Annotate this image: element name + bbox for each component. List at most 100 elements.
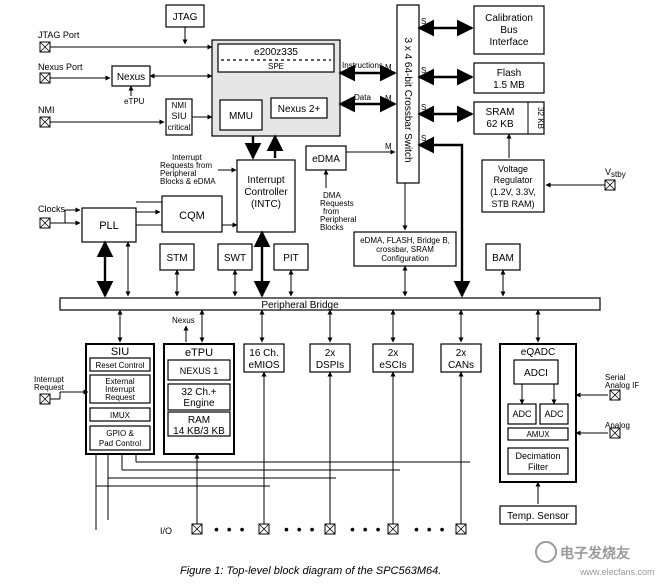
intc-block [236, 159, 296, 233]
etpu-label: eTPU [185, 347, 213, 359]
svg-text:S: S [421, 134, 426, 143]
mmu-block [219, 99, 263, 131]
cqm-block [161, 195, 223, 233]
svg-text:• • •: • • • [214, 521, 246, 537]
svg-text:critical: critical [168, 123, 191, 132]
sram-block [473, 101, 545, 135]
svg-text:ADCI: ADCI [524, 368, 548, 379]
svg-text:Calibration: Calibration [485, 13, 533, 24]
svg-text:Interrupt: Interrupt [172, 153, 203, 162]
svg-text:• • •: • • • [284, 521, 316, 537]
svg-text:M: M [385, 142, 392, 151]
pit-label: PIT [283, 253, 299, 264]
svg-text:Analog: Analog [605, 421, 630, 430]
svg-text:Peripheral: Peripheral [160, 169, 197, 178]
svg-text:Interrupt: Interrupt [105, 385, 136, 394]
svg-text:External: External [105, 377, 135, 386]
pll-block [81, 207, 137, 243]
nexus2-label: Nexus 2+ [278, 104, 321, 115]
svg-text:32 Ch.+: 32 Ch.+ [181, 387, 216, 398]
svg-text:Nexus: Nexus [172, 316, 195, 325]
svg-text:GPIO &: GPIO & [106, 429, 134, 438]
swt-label: SWT [224, 253, 246, 264]
esci-block [372, 343, 414, 373]
svg-text:Requests from: Requests from [160, 161, 212, 170]
temp-sensor-label: Temp. Sensor [507, 511, 569, 522]
svg-text:eSCIs: eSCIs [379, 360, 406, 371]
svg-text:(INTC): (INTC) [251, 199, 281, 210]
dspi-block [309, 343, 351, 373]
svg-text:ADC: ADC [512, 409, 532, 419]
svg-text:S: S [421, 103, 426, 112]
svg-text:14 KB/3 KB: 14 KB/3 KB [173, 426, 225, 437]
swt-block [217, 243, 253, 271]
spe-label: SPE [268, 62, 284, 71]
svg-text:• • •: • • • [350, 521, 382, 537]
nmi-label: NMI [38, 105, 55, 115]
svg-text:2x: 2x [388, 348, 399, 359]
clocks-label: Clocks [38, 204, 66, 214]
svg-text:Filter: Filter [528, 462, 548, 472]
svg-text:Interrupt: Interrupt [247, 175, 284, 186]
svg-text:62 KB: 62 KB [486, 119, 514, 130]
mmu-label: MMU [229, 111, 253, 122]
svg-text:crossbar, SRAM: crossbar, SRAM [376, 245, 434, 254]
svg-text:from: from [323, 207, 339, 216]
svg-text:Interrupt: Interrupt [34, 375, 65, 384]
svg-text:16 Ch.: 16 Ch. [249, 348, 278, 359]
jtag-label: JTAG [173, 12, 198, 23]
io-label: I/O [160, 526, 172, 536]
svg-text:Decimation: Decimation [515, 451, 560, 461]
voltage-regulator-block [481, 159, 545, 213]
nexus-etpu-label: eTPU [124, 97, 145, 106]
svg-text:2x: 2x [456, 348, 467, 359]
svg-text:1.5 MB: 1.5 MB [493, 80, 525, 91]
cqm-label: CQM [179, 210, 205, 222]
figure-caption: Figure 1: Top-level block diagram of the… [180, 565, 441, 577]
stm-label: STM [166, 253, 187, 264]
svg-text:Voltage: Voltage [498, 164, 528, 174]
watermark: 电子发烧友 www.elecfans.com [535, 541, 655, 577]
svg-text:Request: Request [105, 393, 136, 402]
svg-text:32 KB: 32 KB [536, 107, 545, 129]
svg-text:NMI: NMI [172, 101, 187, 110]
svg-text:CANs: CANs [448, 360, 474, 371]
nexus-port-label: Nexus Port [38, 62, 83, 72]
crossbar-label: 3 x 4 64-bit Crossbar Switch [402, 37, 413, 162]
svg-text:Blocks: Blocks [320, 223, 344, 232]
core-inner [217, 43, 335, 73]
core-label: e200z335 [254, 47, 298, 58]
emios-block [243, 343, 285, 373]
svg-text:S: S [421, 66, 426, 75]
svg-text:DMA: DMA [323, 191, 341, 200]
svg-text:Analog IF: Analog IF [605, 381, 639, 390]
svg-text:Request: Request [34, 383, 65, 392]
svg-text:Engine: Engine [183, 398, 215, 409]
temp-sensor-block [499, 505, 577, 525]
svg-text:电子发烧友: 电子发烧友 [560, 545, 630, 561]
svg-text:Configuration: Configuration [381, 254, 429, 263]
bam-block [485, 243, 521, 271]
nexus2-block [270, 97, 328, 119]
svg-text:Interface: Interface [490, 37, 529, 48]
pit-block [273, 243, 309, 271]
pll-label: PLL [99, 220, 119, 232]
svg-text:STB RAM): STB RAM) [491, 199, 534, 209]
svg-text:• • •: • • • [414, 521, 446, 537]
svg-text:Pad Control: Pad Control [99, 439, 141, 448]
peripheral-bridge-label: Peripheral Bridge [261, 300, 339, 311]
edma-label: eDMA [312, 154, 340, 165]
svg-text:Serial: Serial [605, 373, 626, 382]
flash-block [473, 62, 545, 94]
jtag-port-label: JTAG Port [38, 30, 80, 40]
svg-text:Controller: Controller [244, 187, 288, 198]
svg-text:Bus: Bus [500, 25, 517, 36]
svg-text:Regulator: Regulator [493, 175, 532, 185]
svg-text:ADC: ADC [544, 409, 564, 419]
calibration-bus-block [473, 5, 545, 55]
svg-text:M: M [385, 63, 392, 72]
svg-text:IMUX: IMUX [110, 411, 131, 420]
svg-text:Blocks & eDMA: Blocks & eDMA [160, 177, 216, 186]
